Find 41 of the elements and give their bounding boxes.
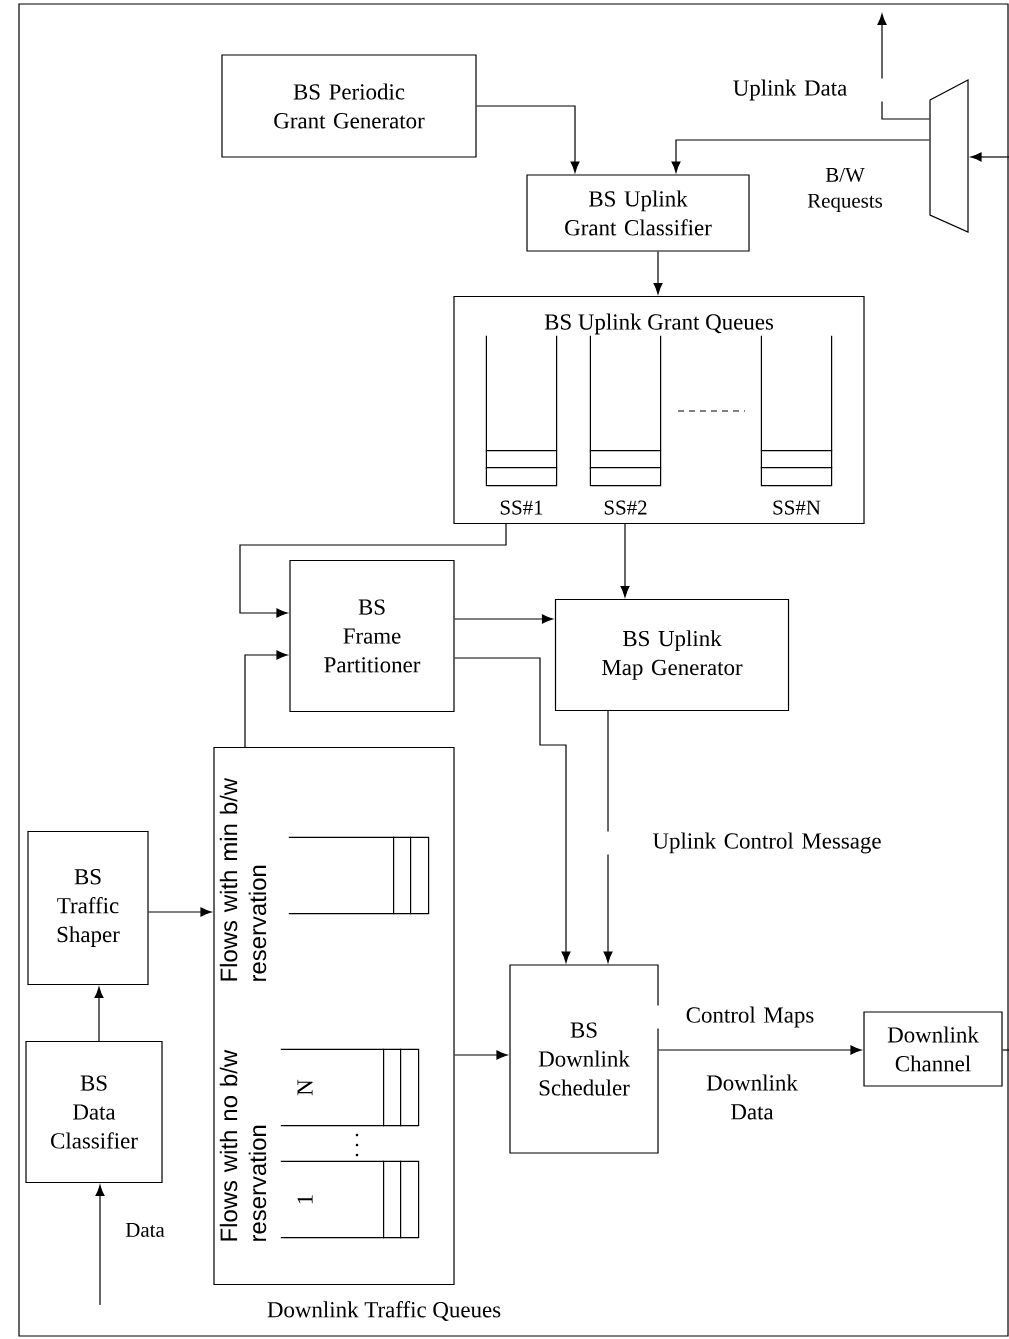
flow-label: Downlink Data [706,1074,798,1120]
arrow [244,650,288,748]
multiplexer-symbol [929,79,969,233]
queue-label: N [297,1079,313,1096]
arrow [653,251,663,295]
arrow [454,1050,508,1060]
queue-label: 1 [297,1195,313,1204]
edge-label: Data [125,1223,165,1237]
process-box: BS Downlink Scheduler [509,964,659,1154]
queue [288,836,430,915]
process-box: BS Uplink Grant Classifier [526,174,750,252]
arrow [454,657,571,963]
process-box: BS Frame Partitioner [289,559,455,713]
arrow [877,13,930,120]
arrow [454,614,554,624]
process-box: BS Uplink Map Generator [554,598,790,712]
queue-label: SS#2 [604,500,647,515]
arrow [603,710,613,963]
process-box: BS Data Classifier [25,1040,163,1184]
process-box: Downlink Channel [863,1011,1003,1087]
edge-label: Uplink Control Message [652,832,881,854]
group-title: Downlink Traffic Queues [267,1301,501,1321]
edge-label: Control Maps [686,1006,814,1028]
rotated-label: Flows with min b/w reservation [219,777,267,981]
arrow [95,1184,105,1306]
edge-label: Uplink Data [733,79,847,101]
arrow [148,907,212,917]
arrow [620,523,630,598]
arrow [476,105,580,173]
arrow [671,139,930,173]
process-box: BS Periodic Grant Generator [221,54,477,158]
group-title: BS Uplink Grant Queues [544,313,774,335]
process-box: BS Traffic Shaper [27,830,149,986]
arrow [970,152,1009,162]
queue-label: SS#1 [500,500,543,515]
arrow [239,523,507,618]
arrow [658,1045,862,1055]
edge-label: B/W Requests [807,167,883,213]
queue-label: SS#N [773,500,821,515]
rotated-label: Flows with no b/w reservation [219,1049,267,1241]
arrow [94,986,104,1042]
